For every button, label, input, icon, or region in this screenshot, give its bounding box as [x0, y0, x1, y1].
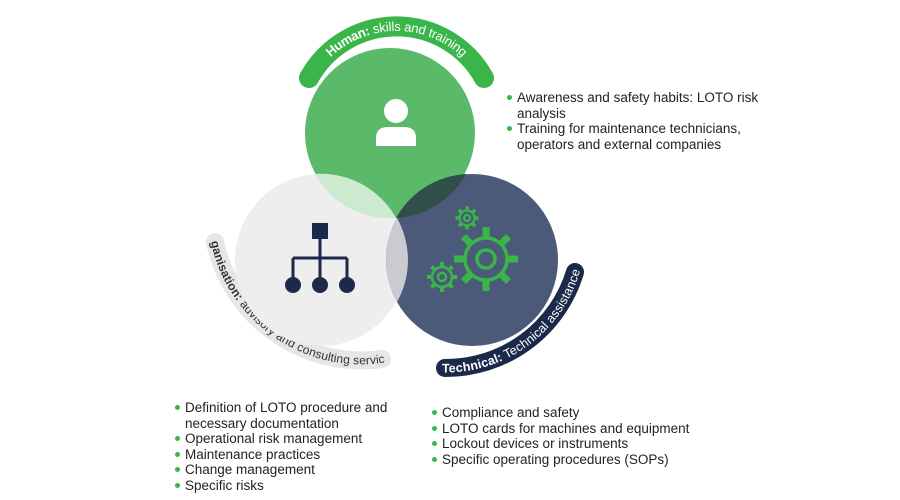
gears-icon — [427, 206, 518, 292]
list-item: Definition of LOTO procedure and necessa… — [175, 400, 395, 431]
list-item: Maintenance practices — [175, 447, 395, 463]
org-chart-icon — [285, 223, 355, 293]
person-icon — [376, 99, 416, 146]
human-arc-band — [299, 16, 494, 88]
human-organisation-overlap — [315, 173, 396, 219]
organisation-arc-band — [206, 233, 391, 370]
organisation-technical-overlap — [386, 218, 408, 302]
small-gear-top-icon — [455, 206, 479, 230]
list-item: Change management — [175, 462, 395, 478]
list-item: Specific risks — [175, 478, 395, 494]
technical-label-bold: Technical: — [442, 350, 504, 375]
technical-arc-band — [436, 263, 584, 378]
list-item: Specific operating procedures (SOPs) — [432, 452, 692, 468]
list-item: Operational risk management — [175, 431, 395, 447]
list-item: Lockout devices or instruments — [432, 436, 692, 452]
human-technical-overlap — [396, 174, 466, 218]
large-gear-icon — [454, 227, 518, 291]
organisation-label-bold: Organisation: — [0, 0, 246, 303]
technical-bullet-list: Compliance and safety LOTO cards for mac… — [432, 405, 692, 467]
organisation-bullet-list: Definition of LOTO procedure and necessa… — [175, 400, 395, 493]
human-bullet-list: Awareness and safety habits: LOTO risk a… — [507, 90, 777, 152]
small-gear-left-icon — [427, 262, 457, 292]
list-item: Awareness and safety habits: LOTO risk a… — [507, 90, 777, 121]
list-item: Training for maintenance technicians, op… — [507, 121, 777, 152]
list-item: Compliance and safety — [432, 405, 692, 421]
technical-circle — [386, 174, 558, 346]
list-item: LOTO cards for machines and equipment — [432, 421, 692, 437]
